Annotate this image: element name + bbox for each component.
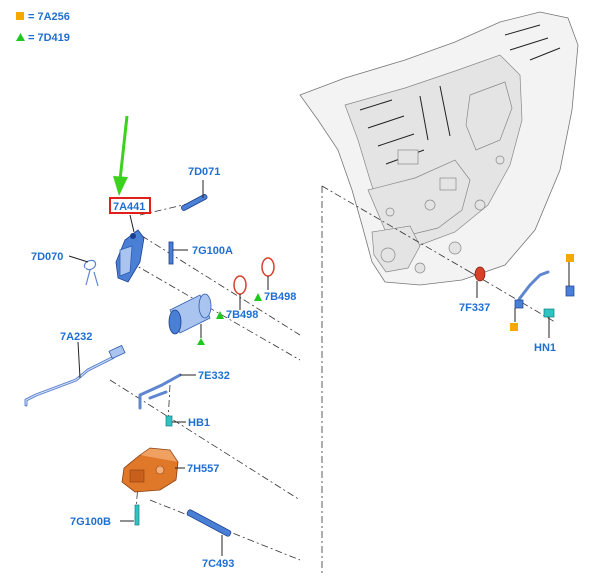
- triangle-marker: [197, 338, 205, 345]
- part-7g100a: [168, 241, 188, 265]
- part-7f337-seal: [474, 266, 486, 298]
- green-down-arrow-icon: [113, 115, 129, 196]
- label-7a441: 7A441: [113, 201, 145, 213]
- triangle-marker: [254, 293, 262, 301]
- part-bushing: [168, 293, 212, 345]
- label-7e332: 7E332: [198, 370, 230, 382]
- part-hn1-nut: [543, 308, 555, 338]
- highlight-box: [109, 197, 151, 214]
- part-7a232-rod: [24, 341, 126, 407]
- part-hb1-clip: [165, 415, 186, 427]
- part-7c493-shaft: [186, 509, 232, 556]
- label-7d071: 7D071: [188, 166, 220, 178]
- label-7f337: 7F337: [459, 302, 490, 314]
- part-7b498-orings: [233, 257, 275, 310]
- label-hn1: HN1: [534, 342, 556, 354]
- label-7a232: 7A232: [60, 331, 92, 343]
- part-7d070-spring: [68, 255, 99, 287]
- label-7b498-lower: 7B498: [226, 309, 258, 321]
- label-7d070: 7D070: [31, 251, 63, 263]
- square-marker: [510, 323, 518, 331]
- part-7h557-actuator: [121, 447, 185, 493]
- part-7g100b: [120, 504, 140, 526]
- label-7b498-upper: 7B498: [264, 291, 296, 303]
- label-7h557: 7H557: [187, 463, 219, 475]
- legend-square-text: = 7A256: [28, 11, 70, 23]
- part-labels: 7D071 7A441 7D070 7G100A 7B498 7B498 7A2…: [31, 166, 556, 570]
- transmission-housing: [299, 11, 579, 286]
- legend-square-marker: [16, 12, 24, 20]
- legend-triangle-text: = 7D419: [28, 32, 70, 44]
- triangle-marker: [216, 311, 224, 319]
- part-7e332-bracket: [138, 373, 196, 410]
- label-hb1: HB1: [188, 417, 210, 429]
- part-7d071: [181, 180, 208, 211]
- legend: = 7A256 = 7D419: [16, 11, 70, 44]
- part-7a441-lever: [115, 214, 145, 283]
- label-7c493: 7C493: [202, 558, 234, 570]
- square-marker: [566, 254, 574, 262]
- label-7g100a: 7G100A: [192, 245, 233, 257]
- label-7g100b: 7G100B: [70, 516, 111, 528]
- part-outer-lever: [510, 254, 575, 331]
- legend-triangle-marker: [16, 33, 25, 41]
